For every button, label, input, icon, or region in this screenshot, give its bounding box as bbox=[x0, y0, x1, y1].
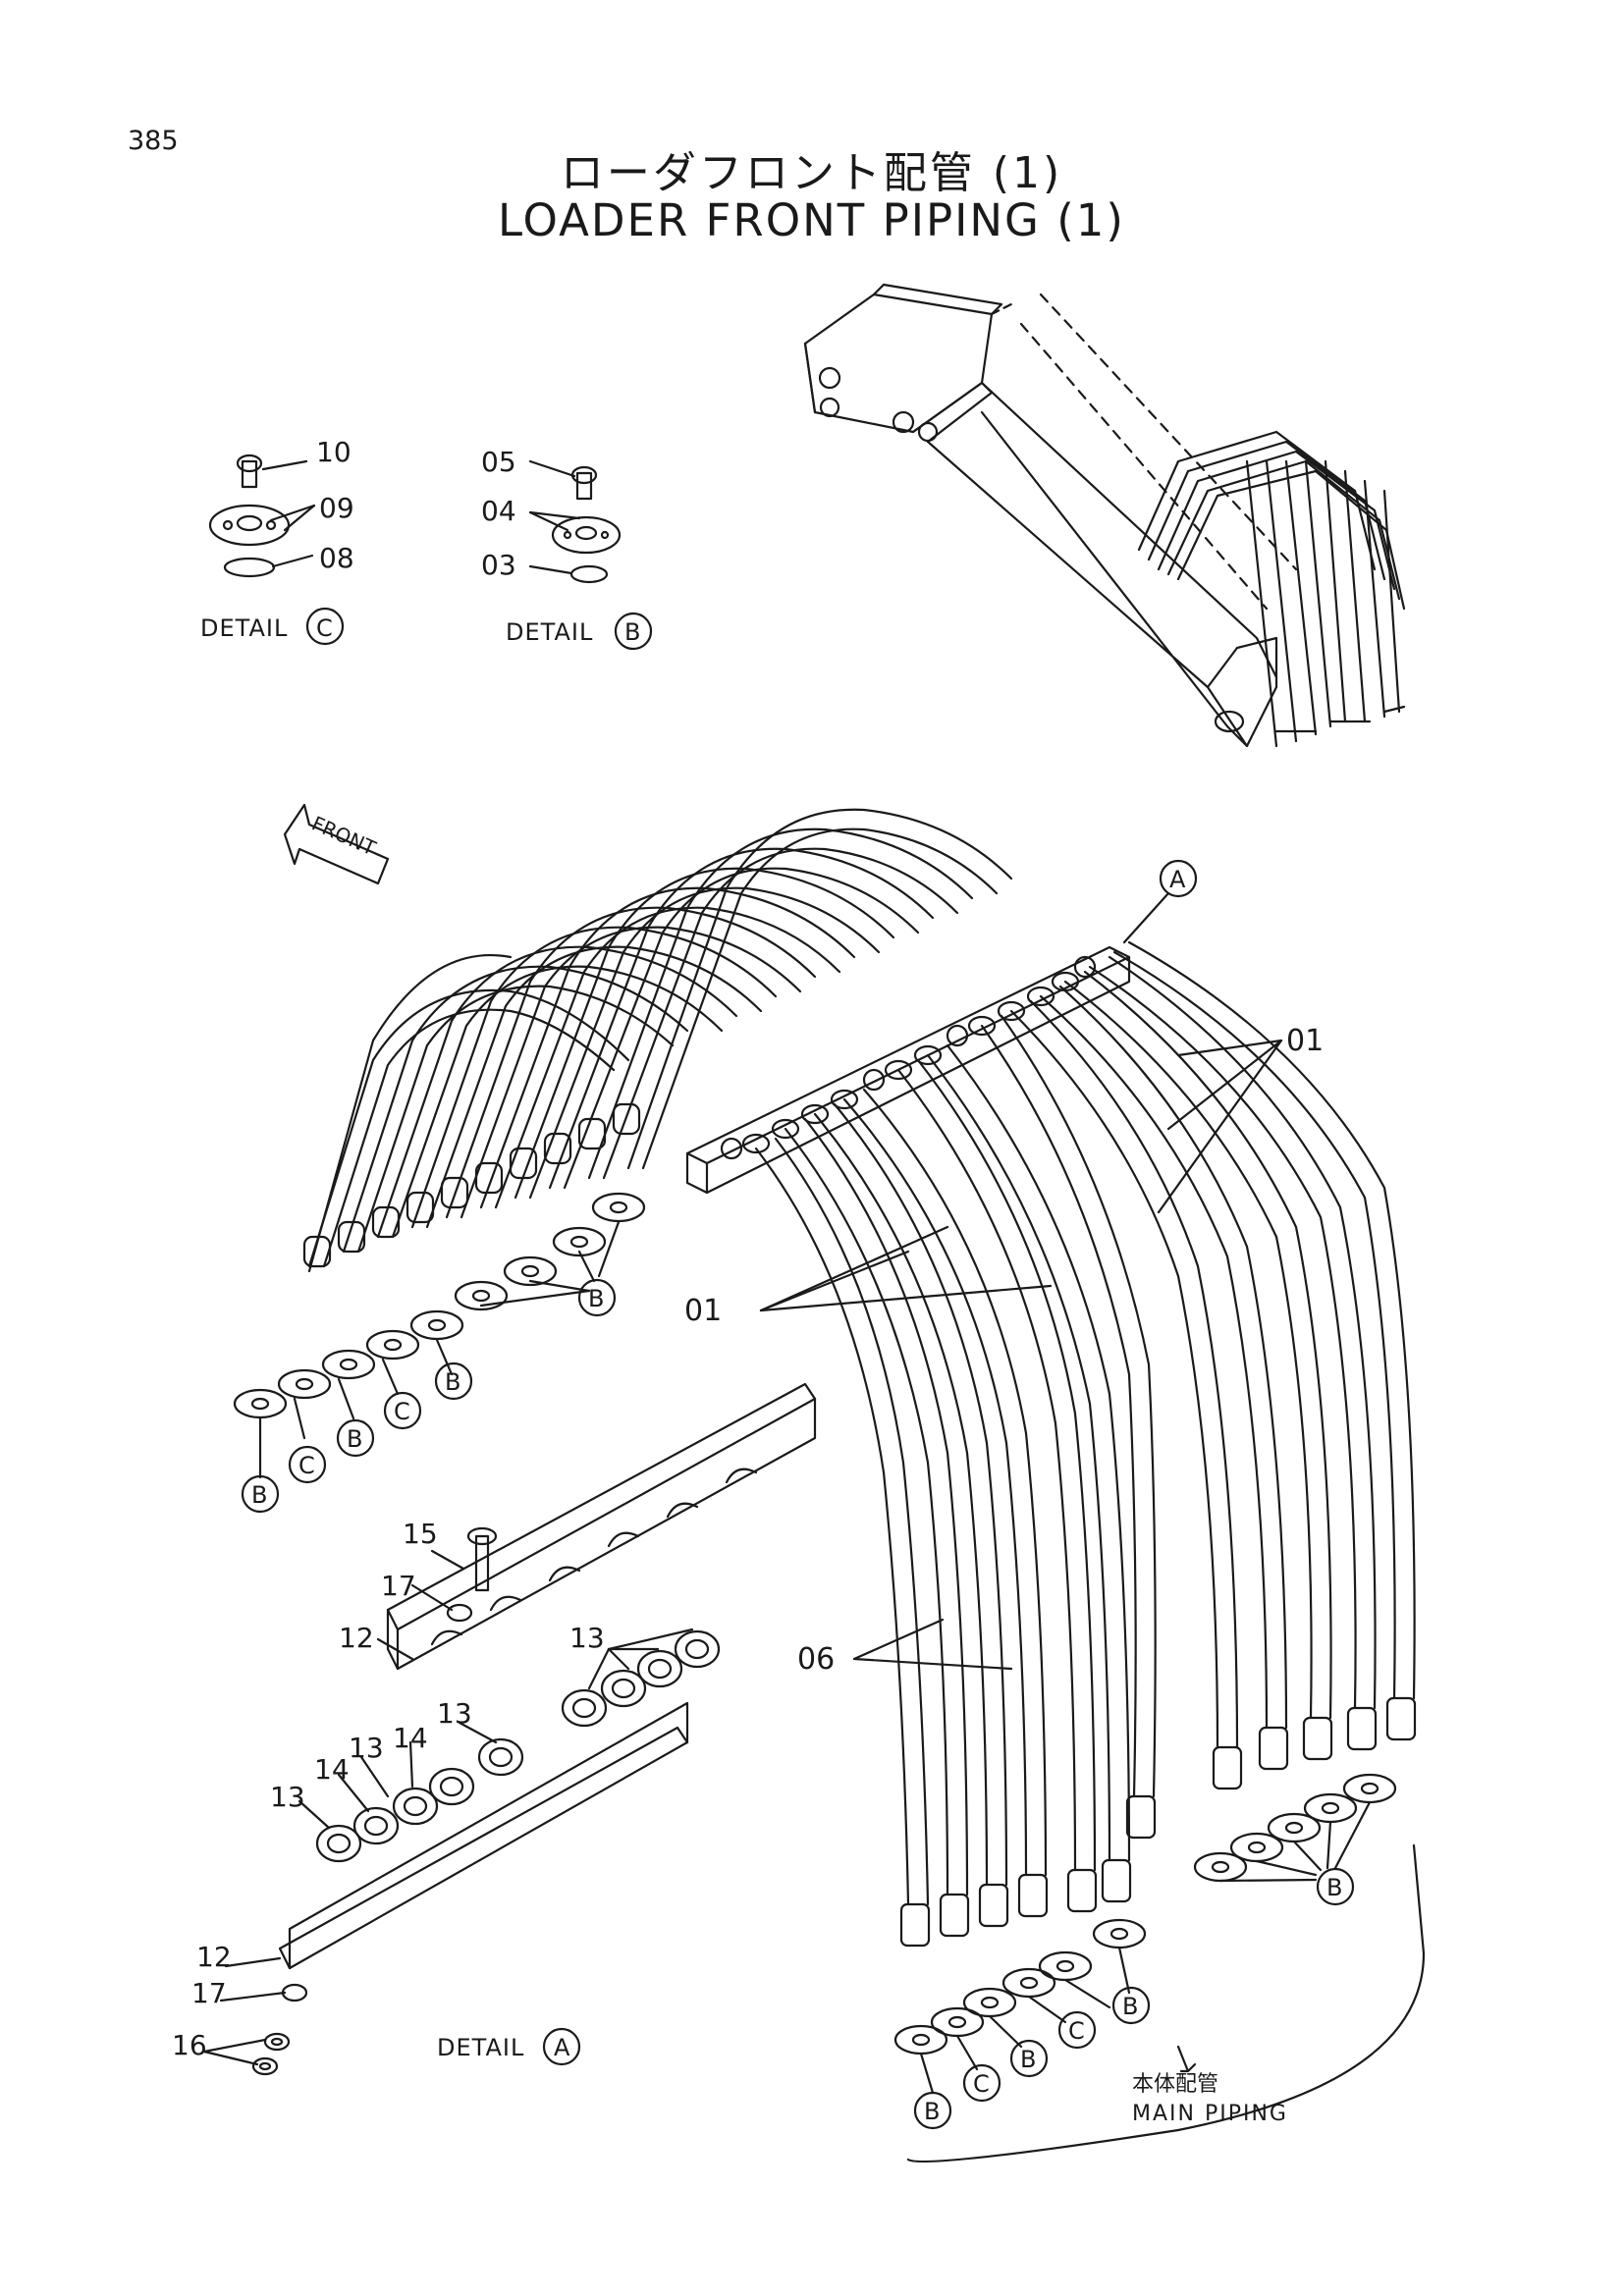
page-number: 385 bbox=[128, 126, 179, 156]
callout-hose-01-lower: 01 bbox=[684, 1294, 722, 1328]
bottom-flange-3: B bbox=[1020, 2046, 1036, 2073]
part-05: 05 bbox=[481, 446, 516, 478]
hose-bundle bbox=[302, 808, 1417, 1948]
part-12-bottom: 12 bbox=[196, 1941, 232, 1973]
callout-hose-01-upper: 01 bbox=[1286, 1024, 1324, 1058]
right-flange-cluster: B bbox=[1326, 1874, 1342, 1901]
left-flanges bbox=[233, 1192, 646, 1514]
title-english: LOADER FRONT PIPING (1) bbox=[498, 194, 1125, 246]
part-14-lower: 14 bbox=[314, 1753, 350, 1786]
part-12-top: 12 bbox=[339, 1622, 374, 1654]
part-13-left-upper: 13 bbox=[349, 1732, 384, 1764]
bottom-flange-4: C bbox=[1068, 2017, 1085, 2045]
detail-a-letter: A bbox=[554, 2034, 570, 2061]
main-piping-japanese: 本体配管 bbox=[1132, 2072, 1218, 2097]
title-japanese: ローダフロント配管 (1) bbox=[560, 148, 1063, 198]
detail-b-letter: B bbox=[624, 618, 640, 646]
part-17-top: 17 bbox=[381, 1570, 416, 1602]
left-flange-5: B bbox=[445, 1368, 460, 1396]
part-14-upper: 14 bbox=[393, 1722, 428, 1754]
part-03: 03 bbox=[481, 549, 516, 581]
callout-bracket-a: A bbox=[1169, 866, 1186, 893]
bottom-flange-2: C bbox=[973, 2070, 990, 2098]
left-flange-3: B bbox=[347, 1425, 362, 1453]
detail-b-label: DETAIL bbox=[506, 618, 593, 646]
front-arrow bbox=[283, 803, 390, 885]
loader-boom-overview bbox=[803, 283, 1406, 748]
detail-c-letter: C bbox=[316, 614, 333, 642]
part-16: 16 bbox=[172, 2029, 207, 2061]
part-13-mid: 13 bbox=[437, 1697, 472, 1730]
detail-a-label: DETAIL bbox=[437, 2034, 524, 2061]
bottom-flange-5: B bbox=[1122, 1993, 1138, 2020]
part-13-left: 13 bbox=[270, 1781, 305, 1813]
right-flanges bbox=[1193, 1773, 1397, 1906]
part-10: 10 bbox=[316, 436, 352, 468]
main-piping-english: MAIN PIPING bbox=[1132, 2102, 1288, 2126]
bottom-flange-1: B bbox=[924, 2098, 940, 2125]
left-flange-4: C bbox=[394, 1398, 410, 1425]
part-17-bottom: 17 bbox=[191, 1977, 227, 2009]
detail-b-drawing bbox=[528, 459, 653, 651]
detail-c-drawing bbox=[208, 454, 345, 646]
upper-flange-cluster: B bbox=[588, 1285, 604, 1312]
part-08: 08 bbox=[319, 542, 354, 574]
left-flange-1: B bbox=[251, 1481, 267, 1509]
part-13-right: 13 bbox=[569, 1622, 605, 1654]
part-09: 09 bbox=[319, 492, 354, 524]
detail-a-drawing bbox=[202, 1382, 817, 2076]
part-04: 04 bbox=[481, 495, 516, 527]
part-15: 15 bbox=[403, 1518, 438, 1550]
callout-hose-06: 06 bbox=[797, 1642, 835, 1677]
left-flange-2: C bbox=[298, 1452, 315, 1479]
detail-c-label: DETAIL bbox=[200, 614, 288, 642]
bottom-flanges bbox=[893, 1918, 1151, 2130]
